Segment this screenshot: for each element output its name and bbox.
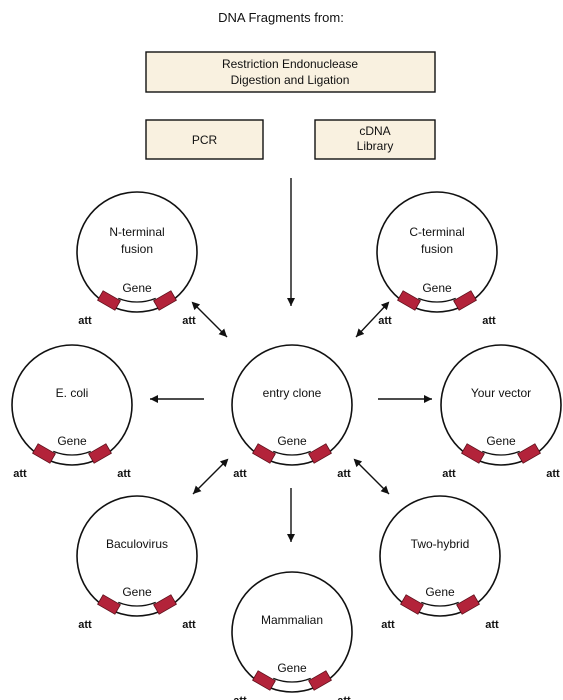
plasmid-name-label: entry clone: [263, 386, 322, 400]
att-site-label: att: [442, 468, 456, 480]
gene-label: Gene: [277, 661, 307, 675]
att-site-label: att: [78, 619, 92, 631]
gene-label: Gene: [486, 434, 516, 448]
double-arrow-icon: [192, 458, 229, 495]
source-box-pcr: PCR: [145, 119, 264, 160]
plasmid-name-label: fusion: [121, 242, 153, 256]
gene-arc: [421, 601, 459, 607]
att-site-label: att: [233, 695, 247, 700]
plasmid-name-label: Mammalian: [261, 613, 323, 627]
recombination-site-marker: [252, 443, 276, 464]
gene-arc: [418, 297, 456, 303]
source-box-cdna-line2: Library: [357, 139, 394, 153]
att-site-label: att: [485, 619, 499, 631]
plasmid-n-terminal: Gene att att N-terminal fusion: [76, 191, 198, 327]
plasmid-name-label: fusion: [421, 242, 453, 256]
plasmid-circle: [11, 344, 133, 466]
double-arrow-icon: [353, 458, 390, 495]
att-site-label: att: [182, 315, 196, 327]
plasmid-circle: [76, 191, 198, 313]
att-site-label: att: [117, 468, 131, 480]
gene-label: Gene: [122, 281, 152, 295]
plasmid-ecoli: Gene att att E. coli: [11, 344, 133, 480]
att-site-label: att: [337, 695, 351, 700]
source-box-pcr-label: PCR: [192, 133, 218, 147]
plasmid-name-label: Two-hybrid: [411, 537, 470, 551]
recombination-site-marker: [88, 443, 112, 464]
source-box-restriction: Restriction Endonuclease Digestion and L…: [145, 51, 436, 93]
source-box-cdna-line1: cDNA: [359, 124, 390, 138]
att-site-label: att: [182, 619, 196, 631]
plasmid-circle: [440, 344, 562, 466]
plasmid-circle: [376, 191, 498, 313]
recombination-site-marker: [252, 670, 276, 691]
plasmid-circle: [231, 344, 353, 466]
gene-arc: [118, 297, 156, 303]
gene-arc: [53, 450, 91, 456]
plasmid-baculovirus: Gene att att Baculovirus: [76, 495, 198, 631]
gene-arc: [273, 677, 311, 683]
recombination-site-marker: [456, 594, 480, 615]
plasmid-mammalian: Gene att att Mammalian: [231, 571, 353, 700]
plasmid-two-hybrid: Gene att att Two-hybrid: [379, 495, 501, 631]
plasmid-circle: [76, 495, 198, 617]
att-site-label: att: [13, 468, 27, 480]
plasmid-c-terminal: Gene att att C-terminal fusion: [376, 191, 498, 327]
recombination-site-marker: [97, 290, 121, 311]
plasmid-your-vector: Gene att att Your vector: [440, 344, 562, 480]
att-site-label: att: [381, 619, 395, 631]
gene-arc: [118, 601, 156, 607]
att-site-label: att: [78, 315, 92, 327]
plasmid-circle: [231, 571, 353, 693]
recombination-site-marker: [308, 670, 332, 691]
recombination-site-marker: [400, 594, 424, 615]
double-arrow-icon: [191, 301, 228, 338]
plasmid-name-label: Baculovirus: [106, 537, 168, 551]
source-box-restriction-line2: Digestion and Ligation: [231, 73, 350, 87]
recombination-site-marker: [153, 594, 177, 615]
plasmid-name-label: E. coli: [56, 386, 89, 400]
recombination-site-marker: [397, 290, 421, 311]
gene-label: Gene: [277, 434, 307, 448]
att-site-label: att: [546, 468, 560, 480]
recombination-site-marker: [97, 594, 121, 615]
att-site-label: att: [337, 468, 351, 480]
gene-arc: [273, 450, 311, 456]
recombination-site-marker: [461, 443, 485, 464]
plasmid-name-label: Your vector: [471, 386, 531, 400]
plasmid-name-label: C-terminal: [409, 225, 464, 239]
gene-label: Gene: [425, 585, 455, 599]
recombination-site-marker: [517, 443, 541, 464]
att-site-label: att: [378, 315, 392, 327]
plasmid-entry: Gene att att entry clone: [231, 344, 353, 480]
recombination-site-marker: [153, 290, 177, 311]
plasmid-name-label: N-terminal: [109, 225, 164, 239]
diagram-title: DNA Fragments from:: [218, 10, 344, 25]
gene-label: Gene: [422, 281, 452, 295]
recombination-site-marker: [308, 443, 332, 464]
att-site-label: att: [482, 315, 496, 327]
source-box-cdna: cDNA Library: [314, 119, 436, 160]
gene-label: Gene: [57, 434, 87, 448]
gene-label: Gene: [122, 585, 152, 599]
recombination-site-marker: [32, 443, 56, 464]
plasmid-circle: [379, 495, 501, 617]
att-site-label: att: [233, 468, 247, 480]
recombination-site-marker: [453, 290, 477, 311]
gene-arc: [482, 450, 520, 456]
source-box-restriction-line1: Restriction Endonuclease: [222, 57, 358, 71]
double-arrow-icon: [355, 301, 390, 338]
